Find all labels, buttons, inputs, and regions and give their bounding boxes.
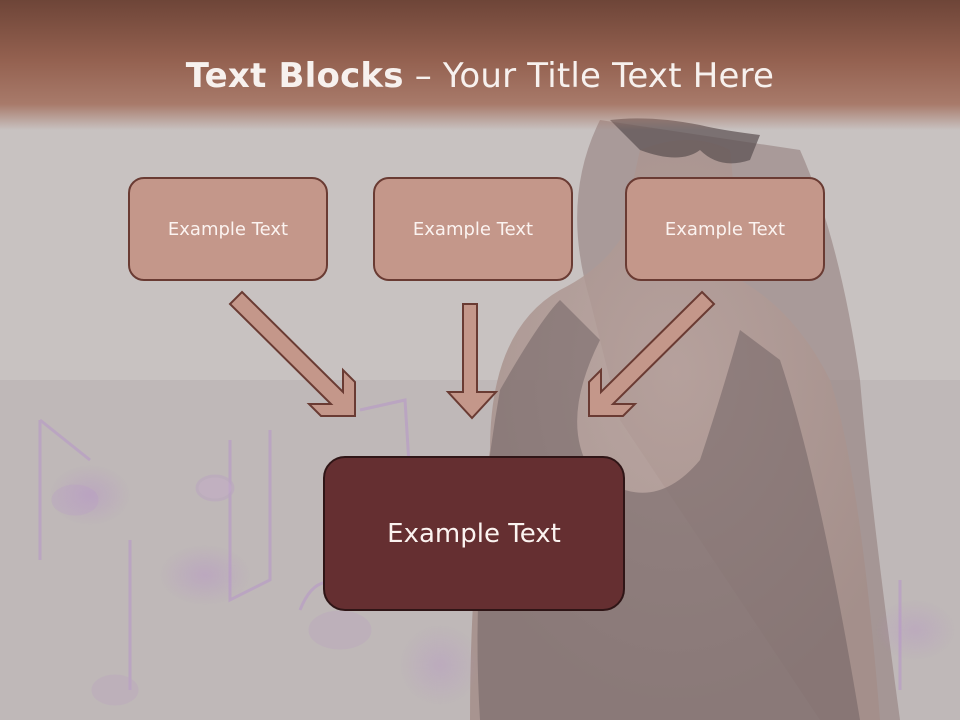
text-block-right[interactable]: Example Text [625,177,825,281]
title-separator: – [403,56,443,96]
text-block-center[interactable]: Example Text [373,177,573,281]
title-bold: Text Blocks [185,56,404,96]
arrow-right [588,290,716,417]
arrow-left [228,290,356,417]
arrow-center [445,303,499,420]
slide-title: Text Blocks – Your Title Text Here [0,52,960,100]
title-band [0,0,960,130]
title-rest: Your Title Text Here [442,56,775,96]
text-block-bottom[interactable]: Example Text [323,456,625,611]
text-block-left[interactable]: Example Text [128,177,328,281]
